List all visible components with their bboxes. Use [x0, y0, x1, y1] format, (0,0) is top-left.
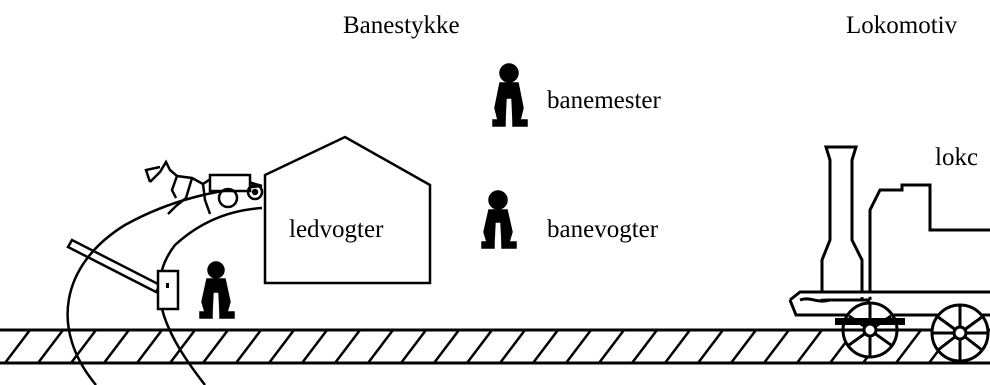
heading-banestykke: Banestykke	[343, 12, 460, 39]
locomotive-icon	[788, 145, 990, 363]
banevogter-figure-icon	[481, 190, 517, 249]
label-ledvogter: ledvogter	[289, 216, 384, 243]
label-lokomotiv-partial: lokc	[935, 144, 979, 171]
crossing-barrier	[66, 238, 180, 311]
ledvogter-house	[263, 135, 432, 285]
ledvogter-figure-icon	[199, 261, 235, 319]
road-curve-outer	[66, 184, 263, 385]
locomotive-chimney	[820, 145, 864, 302]
barrier-post	[156, 269, 180, 311]
railway-track	[0, 328, 990, 365]
banemester-figure-icon	[492, 63, 528, 127]
horse-cart-icon	[144, 159, 264, 215]
road-curve-inner	[158, 206, 263, 385]
label-banevogter: banevogter	[547, 216, 659, 243]
rail-hatching	[4, 329, 988, 364]
locomotive-wheel-rear	[930, 303, 990, 363]
locomotive-wheel	[841, 301, 899, 359]
label-banemester: banemester	[547, 87, 661, 114]
heading-lokomotiv: Lokomotiv	[846, 12, 958, 39]
road-crossing	[66, 184, 263, 385]
